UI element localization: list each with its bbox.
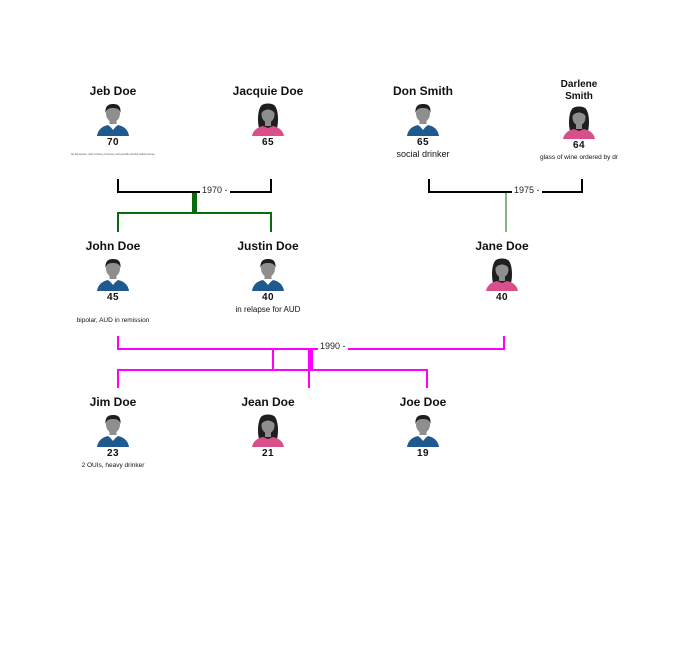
female-person-icon <box>485 257 519 291</box>
children-line-jeb-jacquie <box>117 193 272 232</box>
person-note: social drinker <box>396 149 450 159</box>
person-name: Jacquie Doe <box>232 84 304 98</box>
female-person-icon <box>562 105 596 139</box>
person-jim-doe[interactable]: Jim Doe 23 2 OUIs, heavy drinker <box>53 396 173 471</box>
person-name: Jean Doe <box>241 395 295 409</box>
person-jane-doe[interactable]: Jane Doe 40 <box>442 239 562 304</box>
relationship-label-jeb-jacquie: 1970 - <box>200 185 230 195</box>
person-age: 70 <box>106 137 120 148</box>
person-name: Justin Doe <box>237 239 299 253</box>
person-name: Jim Doe <box>89 395 137 409</box>
person-name: Don Smith <box>393 84 453 98</box>
person-name: Jeb Doe <box>89 84 137 98</box>
male-person-icon <box>96 102 130 136</box>
person-name: Jane Doe <box>475 239 529 253</box>
person-name: Joe Doe <box>399 395 447 409</box>
person-note: glass of wine ordered by dr <box>539 154 619 161</box>
person-age: 65 <box>261 137 275 148</box>
person-age: 64 <box>572 140 586 151</box>
person-age: 40 <box>495 292 509 303</box>
person-justin-doe[interactable]: Justin Doe 40 in relapse for AUD <box>208 240 328 315</box>
person-age: 23 <box>106 448 120 459</box>
male-person-icon <box>96 257 130 291</box>
male-person-icon <box>406 413 440 447</box>
male-person-icon <box>251 257 285 291</box>
male-person-icon <box>96 413 130 447</box>
female-person-icon <box>251 413 285 447</box>
person-john-doe[interactable]: John Doe 45 bipolar, AUD in remission <box>53 240 173 326</box>
children-line-john-jane <box>117 349 428 388</box>
partnership-line-don-darlene <box>428 179 583 193</box>
person-name: John Doe <box>85 239 141 253</box>
person-age: 19 <box>416 448 430 459</box>
person-age: 65 <box>416 137 430 148</box>
partnership-line-jeb-jacquie <box>117 179 272 193</box>
relationship-label-john-jane: 1990 - <box>318 341 348 351</box>
person-darlene-smith[interactable]: Darlene Smith 64 glass of wine ordered b… <box>519 79 639 163</box>
person-age: 40 <box>261 292 275 303</box>
male-person-icon <box>406 102 440 136</box>
person-joe-doe[interactable]: Joe Doe 19 <box>363 395 483 460</box>
person-note: in relapse for AUD <box>235 305 301 314</box>
person-jeb-doe[interactable]: Jeb Doe 70 No depression, with a history… <box>53 85 173 160</box>
female-person-icon <box>251 102 285 136</box>
person-name: Darlene Smith <box>560 79 598 102</box>
person-age: 45 <box>106 292 120 303</box>
person-note: bipolar, AUD in remission <box>76 317 150 324</box>
person-note: 2 OUIs, heavy drinker <box>81 462 145 469</box>
person-note: No depression, with a history of anxiety… <box>70 153 156 156</box>
relationship-label-don-darlene: 1975 - <box>512 185 542 195</box>
person-age: 21 <box>261 448 275 459</box>
person-jacquie-doe[interactable]: Jacquie Doe 65 <box>208 84 328 149</box>
person-jean-doe[interactable]: Jean Doe 21 <box>208 395 328 460</box>
person-don-smith[interactable]: Don Smith 65 social drinker <box>363 85 483 160</box>
